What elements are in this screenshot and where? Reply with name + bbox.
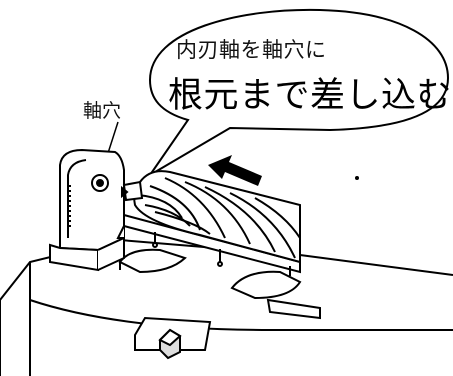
- stray-dot: [355, 176, 359, 180]
- switch-housing: [134, 316, 212, 360]
- shaft-hole-label: 軸穴: [83, 100, 122, 122]
- speech-bubble: [148, 8, 450, 176]
- left-bracket: [49, 148, 125, 272]
- callout-instruction-line1: 内刃軸を軸穴に: [176, 38, 327, 62]
- callout-instruction-line2: 根元まで差し込む: [168, 76, 453, 116]
- inner-blade-roller: [121, 170, 301, 264]
- arrow-left-icon: [208, 155, 262, 186]
